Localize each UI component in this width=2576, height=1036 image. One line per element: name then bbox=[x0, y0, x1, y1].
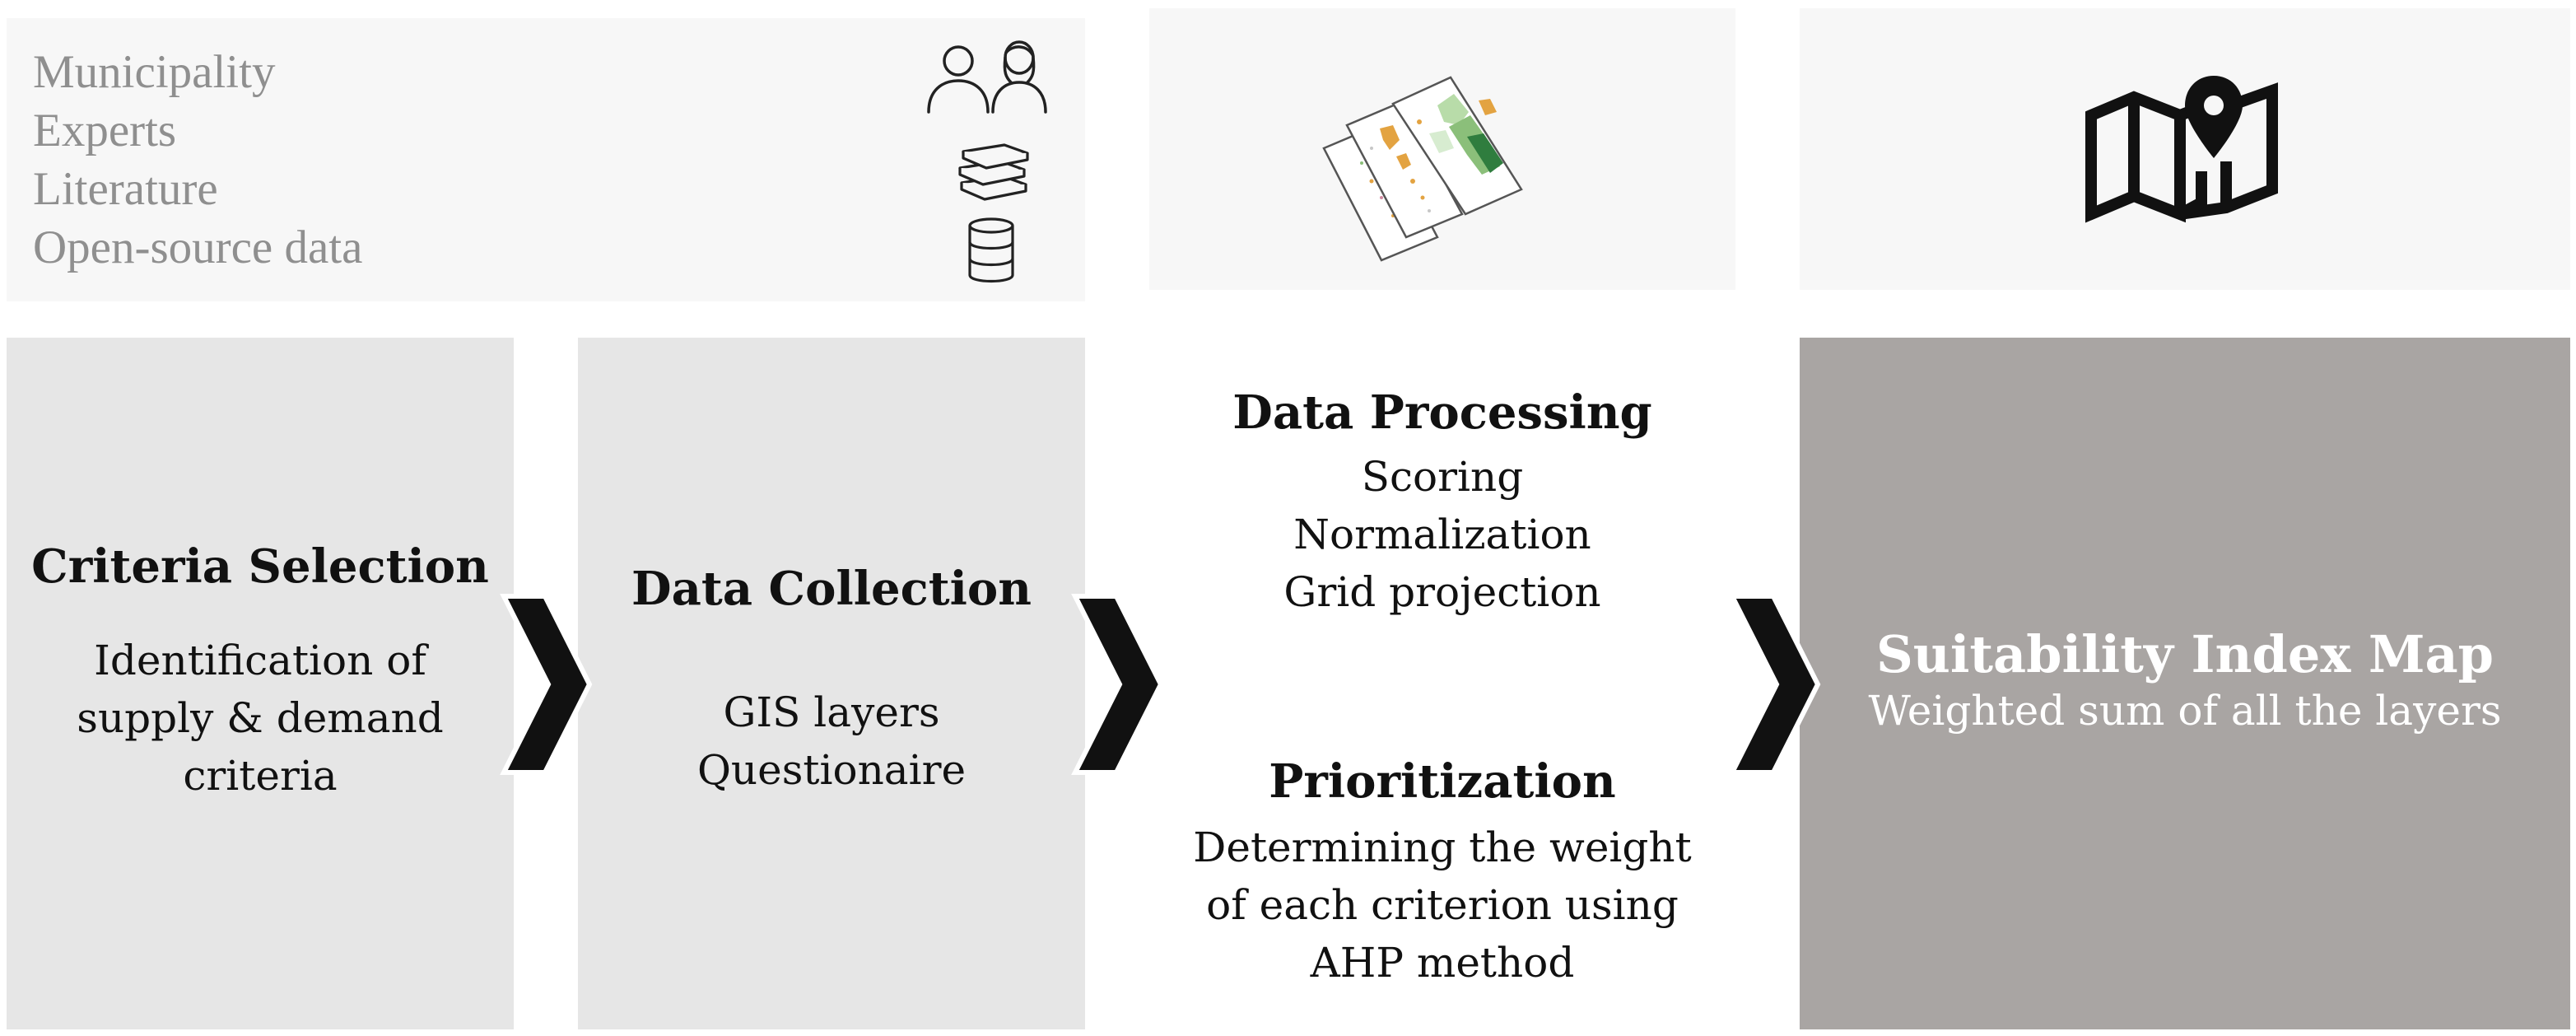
source-municipality: Municipality bbox=[33, 46, 276, 98]
chevron-right-icon bbox=[1728, 594, 1821, 775]
people-icon bbox=[927, 40, 1047, 114]
layer-sheet-middle bbox=[1345, 100, 1464, 239]
layer-sheet-top bbox=[1391, 76, 1523, 216]
data-collection-title: Data Collection bbox=[631, 562, 1032, 616]
source-experts: Experts bbox=[33, 105, 177, 156]
data-sources-list: Municipality Experts Literature Open-sou… bbox=[33, 43, 362, 277]
prioritization-title: Prioritization bbox=[1269, 754, 1616, 809]
source-open-data: Open-source data bbox=[33, 222, 363, 273]
suitability-index-body: Weighted sum of all the layers bbox=[1868, 687, 2502, 735]
data-sources-panel: Municipality Experts Literature Open-sou… bbox=[7, 18, 1085, 301]
map-pin-icon bbox=[2085, 76, 2278, 223]
data-processing-block: Data Processing Scoring Normalization Gr… bbox=[1149, 384, 1735, 621]
suitability-index-box: Suitability Index Map Weighted sum of al… bbox=[1800, 338, 2570, 1029]
chevron-right-icon bbox=[500, 594, 593, 775]
data-processing-body: Scoring Normalization Grid projection bbox=[1283, 453, 1601, 616]
data-collection-box: Data Collection GIS layers Questionaire bbox=[578, 338, 1085, 1029]
criteria-selection-box: Criteria Selection Identification of sup… bbox=[7, 338, 514, 1029]
criteria-selection-title: Criteria Selection bbox=[31, 539, 489, 594]
prioritization-body: Determining the weight of each criterion… bbox=[1193, 824, 1692, 987]
gis-layers-icon bbox=[1322, 76, 1523, 262]
source-literature: Literature bbox=[33, 163, 218, 215]
suitability-index-title: Suitability Index Map bbox=[1875, 624, 2494, 684]
prioritization-block: Prioritization Determining the weight of… bbox=[1149, 753, 1735, 992]
gis-layers-panel bbox=[1149, 8, 1735, 290]
data-collection-body: GIS layers Questionaire bbox=[696, 688, 967, 794]
data-processing-title: Data Processing bbox=[1232, 385, 1652, 440]
books-icon bbox=[958, 143, 1029, 201]
chevron-right-icon bbox=[1071, 594, 1164, 775]
database-icon bbox=[968, 217, 1014, 283]
map-panel bbox=[1800, 8, 2570, 290]
criteria-selection-body: Identification of supply & demand criter… bbox=[77, 637, 444, 800]
